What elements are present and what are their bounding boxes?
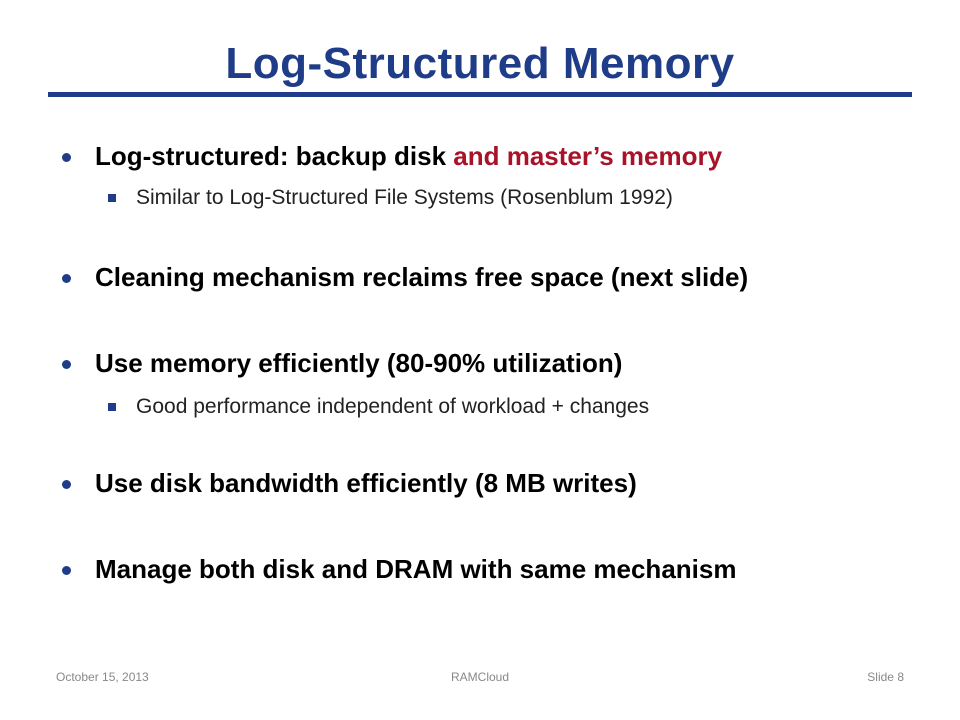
sub-bullet-text: Similar to Log-Structured File Systems (… — [136, 186, 673, 209]
sub-bullet-square-icon — [108, 403, 116, 411]
bullet-dot-icon — [62, 566, 71, 575]
bullet-dot-icon — [62, 274, 71, 283]
sub-bullet-square-icon — [108, 194, 116, 202]
bullet-text: Use memory efficiently (80-90% utilizati… — [95, 348, 623, 378]
bullet-text: Log-structured: backup disk and master’s… — [95, 139, 722, 173]
bullet-text: Cleaning mechanism reclaims free space (… — [95, 262, 749, 292]
slide-title: Log-Structured Memory — [225, 39, 735, 88]
bullet-text: Use disk bandwidth efficiently (8 MB wri… — [95, 468, 637, 498]
title-underline — [48, 92, 912, 97]
bullet-dot-icon — [62, 153, 71, 162]
bullet-text: Manage both disk and DRAM with same mech… — [95, 554, 737, 584]
bullet-accent-text: and master’s memory — [453, 141, 723, 171]
footer-date: October 15, 2013 — [56, 670, 149, 684]
sub-bullet-text: Good performance independent of workload… — [136, 395, 650, 418]
bullet-dot-icon — [62, 480, 71, 489]
footer-slide-number: Slide 8 — [867, 670, 904, 684]
bullet-dot-icon — [62, 360, 71, 369]
bullet-main-text: Log-structured: backup disk — [95, 141, 454, 171]
footer-project: RAMCloud — [450, 670, 510, 684]
